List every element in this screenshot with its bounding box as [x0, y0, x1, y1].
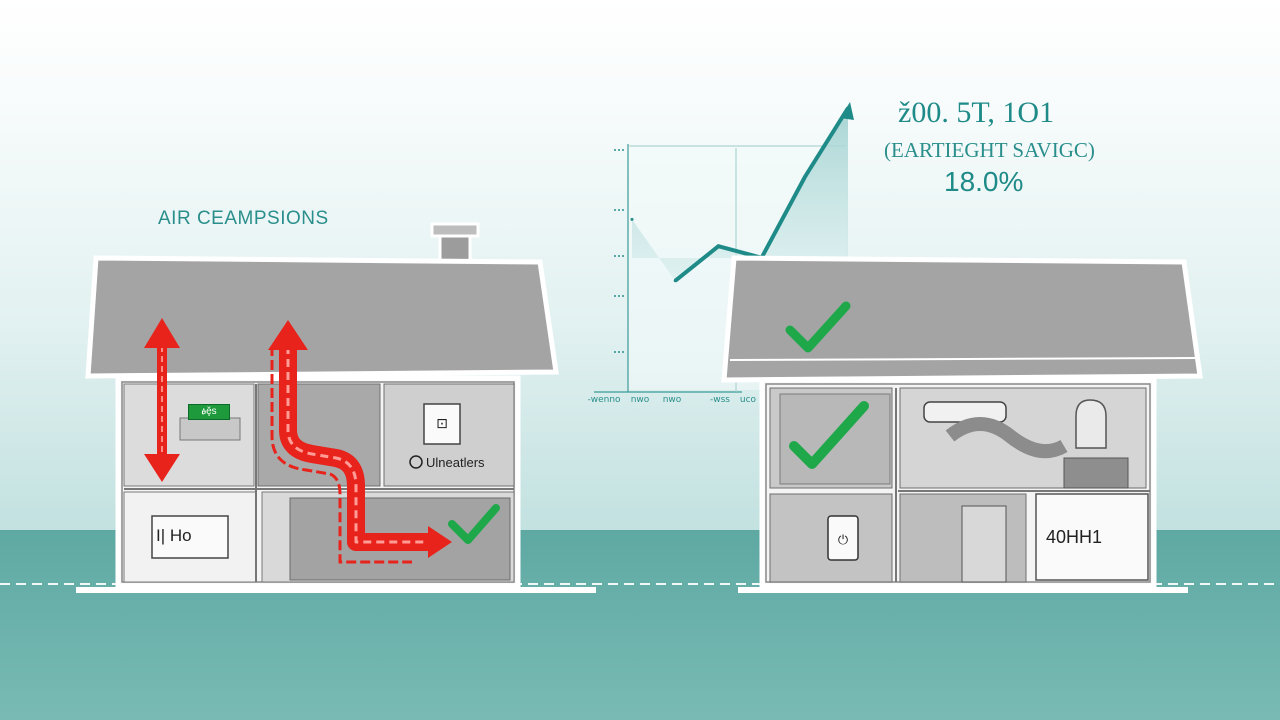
plug-icon: ⏻ — [838, 533, 848, 548]
air-leak-arrow-vertical — [144, 318, 180, 482]
left-roof — [85, 255, 559, 379]
unweathers-icon — [409, 455, 423, 469]
chart-y-ticks — [614, 149, 626, 353]
left-house: ⊡ — [85, 222, 559, 589]
savings-caption: (EARTIEGHT SAVIGC) — [884, 138, 1095, 162]
air-leak-arrow-duct — [268, 320, 452, 564]
chart-area — [632, 108, 848, 281]
appliance-box — [179, 417, 241, 441]
chart-point — [630, 217, 634, 221]
room-tag: ፅḝs — [188, 404, 230, 420]
insulated-duct — [945, 417, 1068, 459]
right-roof — [721, 255, 1203, 383]
chart-x-tick-label: nwo — [631, 395, 650, 405]
check-icon-roof — [785, 301, 851, 353]
right-base — [738, 587, 1188, 593]
chimney-cap — [430, 222, 480, 238]
check-icon-room — [789, 401, 869, 469]
roof-gutter — [729, 357, 1197, 361]
energy-meter-label: 40HH1 — [1046, 527, 1103, 547]
chart-x-tick-label: nwo — [663, 395, 682, 405]
chart-point — [673, 279, 677, 283]
unweathers-label: Ulneatlers — [426, 455, 485, 470]
insulation-batts — [961, 505, 1007, 583]
chart-x-tick-label: -wss — [710, 395, 730, 405]
smart-outlet — [827, 515, 859, 561]
outlet-box-label: I| Ho — [156, 526, 192, 545]
air-title: AIR CEAMPSIONS — [158, 208, 329, 229]
chart-point — [846, 106, 850, 110]
thermostat-box — [423, 403, 461, 445]
thermostat-icon: ⊡ — [436, 416, 448, 432]
savings-value: ž00. 5T, 1O1 — [898, 96, 1055, 129]
chart-point — [803, 175, 807, 179]
energy-meter-box — [1035, 493, 1149, 581]
outlet-panel — [151, 515, 229, 559]
savings-percent: 18.0% — [944, 166, 1024, 197]
check-icon — [448, 504, 500, 544]
furnace — [1063, 457, 1129, 489]
chart-point — [716, 244, 720, 248]
chart-x-tick-label: -wenno — [587, 395, 621, 405]
chart-x-tick-label: uco — [740, 395, 757, 405]
left-base — [76, 587, 596, 593]
chart-arrowhead — [840, 102, 854, 120]
water-heater — [1075, 399, 1107, 449]
right-house: ⏻ — [721, 255, 1203, 589]
